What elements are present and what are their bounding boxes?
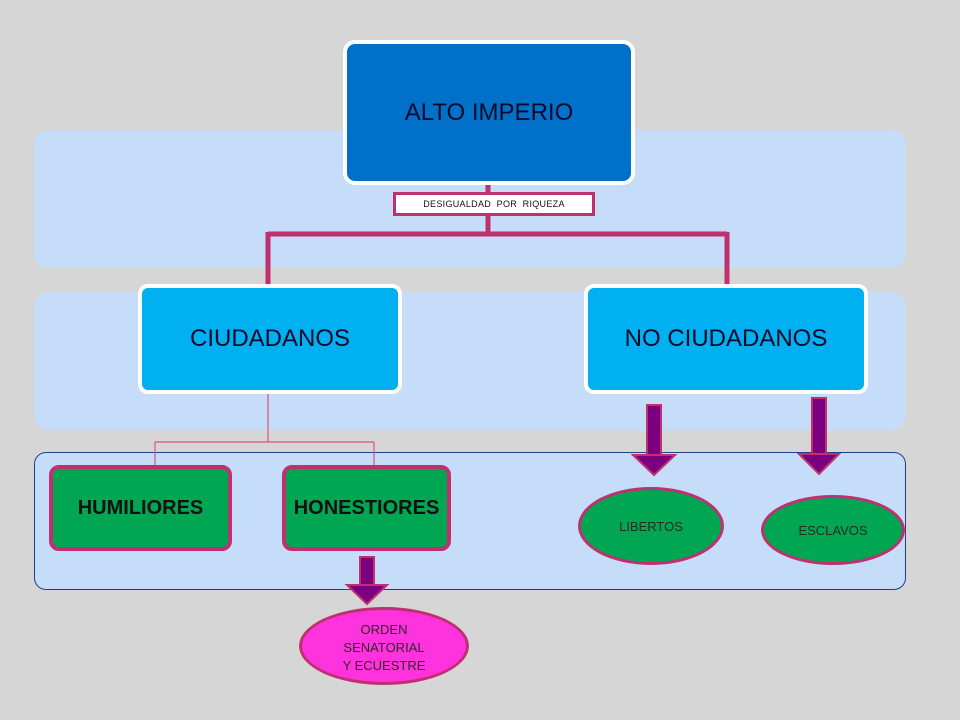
node-alto-imperio-label: ALTO IMPERIO	[404, 98, 574, 126]
node-orden-senatorial: ORDEN SENATORIAL Y ECUESTRE	[299, 607, 469, 685]
arrow-to-esclavos	[796, 397, 842, 476]
node-no-ciudadanos: NO CIUDADANOS	[584, 284, 868, 394]
node-esclavos-label: ESCLAVOS	[798, 522, 868, 538]
connector-label-text: DESIGUALDAD POR RIQUEZA	[423, 199, 565, 209]
node-humiliores: HUMILIORES	[49, 465, 232, 551]
node-orden-senatorial-label: ORDEN SENATORIAL Y ECUESTRE	[342, 622, 426, 673]
node-libertos-label: LIBERTOS	[619, 518, 683, 534]
node-alto-imperio: ALTO IMPERIO	[343, 40, 635, 185]
node-esclavos: ESCLAVOS	[761, 495, 905, 565]
node-libertos: LIBERTOS	[578, 487, 724, 565]
node-no-ciudadanos-label: NO CIUDADANOS	[624, 325, 828, 352]
arrow-to-orden	[344, 556, 390, 606]
node-ciudadanos-label: CIUDADANOS	[189, 325, 351, 352]
arrow-to-libertos	[630, 404, 678, 477]
node-honestiores: HONESTIORES	[282, 465, 451, 551]
connector-label-desigualdad: DESIGUALDAD POR RIQUEZA	[393, 192, 595, 216]
node-humiliores-label: HUMILIORES	[77, 496, 204, 519]
node-ciudadanos: CIUDADANOS	[138, 284, 402, 394]
node-honestiores-label: HONESTIORES	[293, 496, 440, 519]
